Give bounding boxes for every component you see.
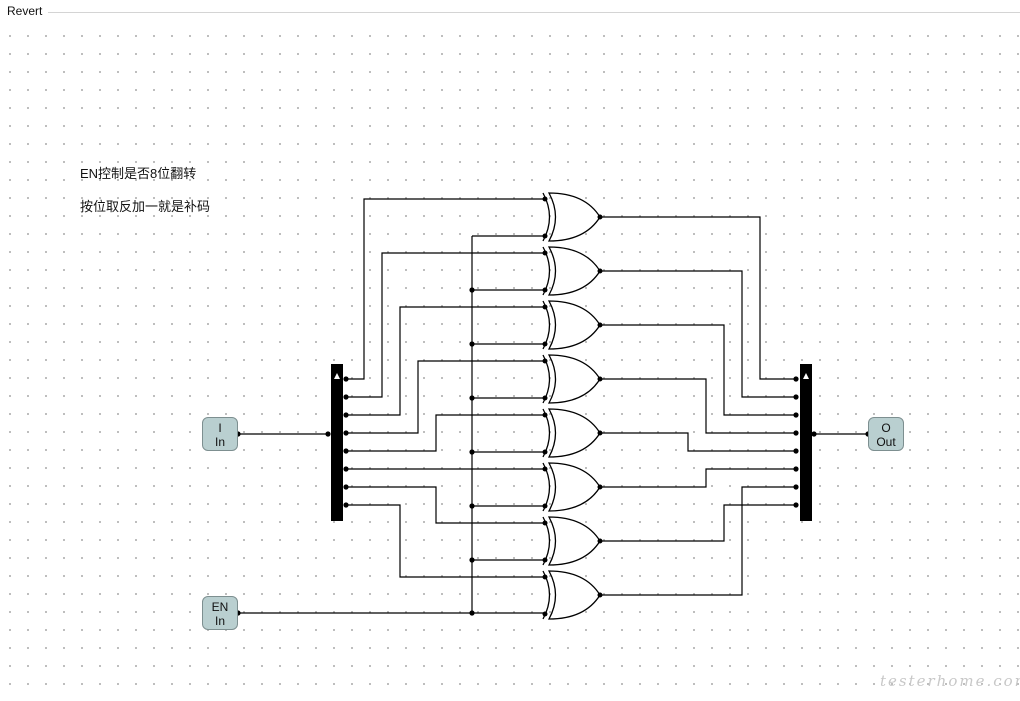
pin-label: EN (211, 600, 229, 614)
xor-input-dot (542, 466, 548, 472)
xor-gate (547, 516, 601, 566)
xor-input-dot (542, 611, 548, 617)
xor-output-dot (597, 592, 603, 598)
junction-dots (235, 287, 871, 616)
xor-output-dot (597, 376, 603, 382)
pin-type: In (214, 614, 225, 628)
xor-input-dot (542, 250, 548, 256)
xor-gate (547, 408, 601, 458)
note-en-control: EN控制是否8位翻转 (80, 166, 197, 181)
gate-pin-dots (542, 196, 603, 617)
xor-input-dot (542, 557, 548, 563)
pin-type: Out (876, 435, 896, 449)
xor-input-dot (542, 412, 548, 418)
xor-gates (542, 192, 601, 620)
title-divider (48, 12, 1020, 13)
title-bar: Revert (0, 0, 1020, 20)
window-title: Revert (7, 4, 43, 18)
xor-gate (547, 246, 601, 296)
pin-label: I (218, 421, 222, 435)
xor-output-dot (597, 538, 603, 544)
watermark: testerhome.com (880, 672, 1020, 690)
xor-input-dot (542, 287, 548, 293)
pin-label: O (881, 421, 891, 435)
xor-gate (547, 570, 601, 620)
splitter-bar (331, 364, 343, 521)
xor-input-dot (542, 520, 548, 526)
xor-input-dot (542, 304, 548, 310)
xor-gate (547, 354, 601, 404)
xor-output-dot (597, 214, 603, 220)
xor-gate (547, 192, 601, 242)
xor-input-dot (542, 503, 548, 509)
xor-output-dot (597, 484, 603, 490)
xor-input-dot (542, 449, 548, 455)
wires (238, 198, 868, 614)
xor-output-dot (597, 322, 603, 328)
xor-gate (547, 300, 601, 350)
xor-input-dot (542, 196, 548, 202)
xor-output-dot (597, 268, 603, 274)
xor-input-dot (542, 358, 548, 364)
xor-input-dot (542, 233, 548, 239)
merger-bar (800, 364, 812, 521)
xor-input-dot (542, 395, 548, 401)
xor-input-dot (542, 574, 548, 580)
xor-output-dot (597, 430, 603, 436)
note-twos-complement: 按位取反加一就是补码 (80, 199, 211, 214)
pin-type: In (214, 435, 225, 449)
xor-input-dot (542, 341, 548, 347)
input-pin-i[interactable]: I In (202, 417, 238, 451)
output-pin-o[interactable]: O Out (868, 417, 904, 451)
input-pin-en[interactable]: EN In (202, 596, 238, 630)
xor-gate (547, 462, 601, 512)
